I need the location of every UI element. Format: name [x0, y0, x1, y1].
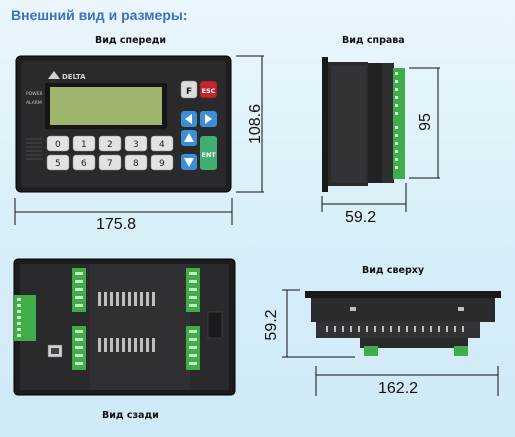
front-view-device: DELTA POWER ALARM F ESC ENT 0 1 2 3 4 5 6 7 8 9	[15, 55, 232, 193]
front-view-caption: Вид спереди	[95, 35, 167, 46]
numeric-key-label: 3	[133, 140, 139, 150]
lcd-screen	[50, 87, 162, 125]
front-width-dimension: 175.8	[96, 216, 137, 233]
numeric-key[interactable]	[124, 154, 148, 171]
right-dimension-lines	[321, 67, 440, 212]
right-view-device	[322, 57, 405, 192]
right-arrow-icon	[205, 114, 212, 124]
numeric-key-label: 0	[55, 140, 61, 150]
numeric-key[interactable]	[98, 154, 122, 171]
numeric-key-label: 8	[133, 159, 139, 169]
front-height-dimension: 108.6	[247, 103, 264, 145]
delta-logo-icon	[48, 71, 60, 79]
f-key[interactable]	[180, 80, 198, 99]
ent-key[interactable]	[200, 136, 217, 170]
top-view-device	[305, 291, 501, 356]
up-arrow-icon	[184, 133, 194, 142]
numeric-key[interactable]	[46, 135, 70, 152]
right-height-dimension: 95	[417, 113, 434, 131]
numeric-key[interactable]	[124, 135, 148, 152]
esc-key-label: ESC	[202, 87, 216, 95]
numeric-key[interactable]	[98, 135, 122, 152]
numeric-key[interactable]	[72, 154, 96, 171]
numeric-key-label: 5	[55, 159, 61, 169]
power-label: POWER	[26, 91, 43, 97]
numeric-key-label: 6	[81, 159, 87, 169]
numeric-key-label: 9	[159, 159, 165, 169]
numeric-key-label: 1	[81, 140, 87, 150]
top-view-caption: Вид сверху	[362, 265, 425, 276]
back-view-device	[13, 258, 236, 396]
numeric-key[interactable]	[150, 154, 174, 171]
brand-label: DELTA	[62, 73, 86, 81]
numeric-key[interactable]	[150, 135, 174, 152]
back-view-caption: Вид сзади	[102, 410, 159, 421]
esc-key[interactable]	[199, 80, 218, 99]
top-dimension-lines	[282, 289, 499, 396]
ent-key-label: ENT	[202, 151, 217, 159]
left-arrow-icon	[185, 114, 192, 124]
numeric-key-label: 7	[107, 159, 113, 169]
alarm-label: ALARM	[26, 100, 42, 106]
right-view-caption: Вид справа	[342, 35, 405, 46]
front-dimension-lines	[14, 55, 264, 225]
down-arrow-icon	[184, 158, 194, 167]
page-heading: Внешний вид и размеры:	[11, 7, 188, 23]
numeric-keypad: 0 1 2 3 4 5 6 7 8 9	[46, 135, 174, 171]
numeric-key[interactable]	[46, 154, 70, 171]
top-depth-dimension: 59.2	[263, 309, 280, 341]
right-depth-dimension: 59.2	[345, 209, 377, 226]
numeric-key-label: 4	[159, 140, 165, 150]
f-key-label: F	[186, 87, 192, 97]
top-width-dimension: 162.2	[378, 380, 419, 397]
numeric-key-label: 2	[107, 140, 113, 150]
numeric-key[interactable]	[72, 135, 96, 152]
